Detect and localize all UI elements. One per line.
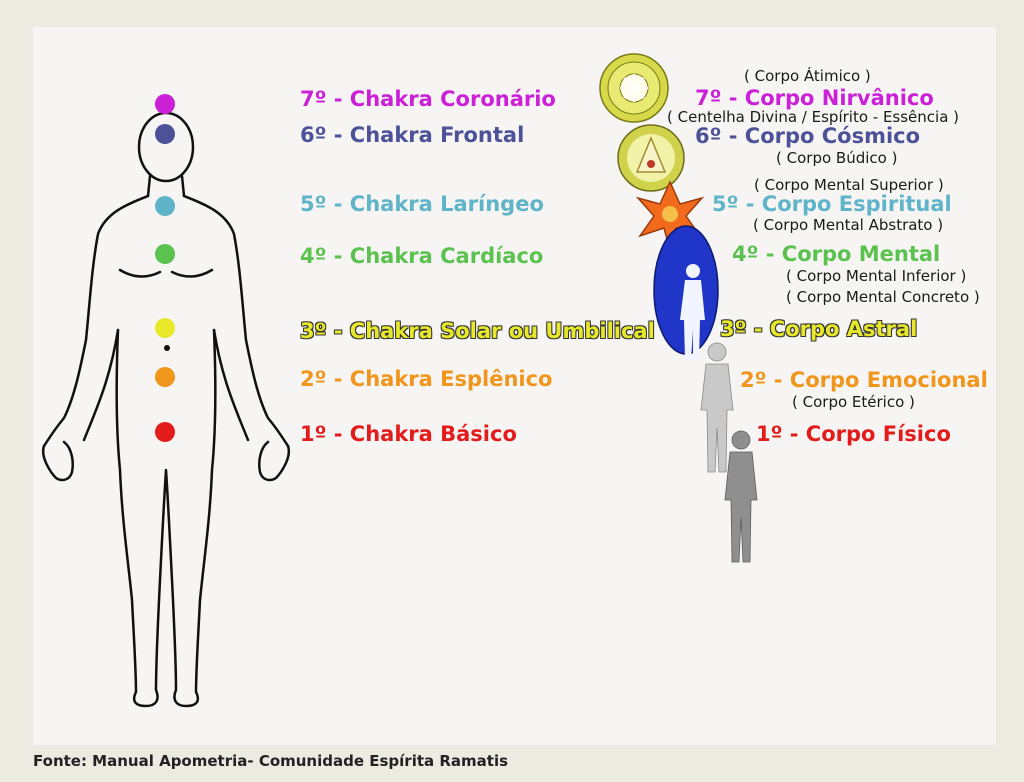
subtle-bodies-illustration <box>599 53 758 563</box>
source-caption: Fonte: Manual Apometria- Comunidade Espí… <box>33 752 509 770</box>
figure-chest-lines <box>118 268 214 278</box>
chakra-label-1: 1º - Chakra Básico <box>300 422 517 446</box>
emotional-figure-icon <box>700 342 734 473</box>
note-mental-abstrato: ( Corpo Mental Abstrato ) <box>753 216 944 234</box>
chakra-dot-3 <box>155 318 175 338</box>
body-label-3: 3º - Corpo Astral <box>720 317 918 341</box>
body-label-7: 7º - Corpo Nirvânico <box>695 86 934 110</box>
nirvanic-flower-icon <box>599 53 669 123</box>
chakra-dots <box>155 94 175 442</box>
note-mental-inferior: ( Corpo Mental Inferior ) <box>786 267 967 285</box>
body-label-2: 2º - Corpo Emocional <box>740 368 988 392</box>
note-mental-superior: ( Corpo Mental Superior ) <box>754 176 944 194</box>
chakra-dot-7 <box>155 94 175 114</box>
chakra-label-3: 3º - Chakra Solar ou Umbilical <box>300 319 655 343</box>
physical-figure-icon <box>724 430 758 563</box>
figure-legs <box>115 328 217 708</box>
figure-head <box>137 111 195 183</box>
chakra-dot-5 <box>155 196 175 216</box>
chakra-dot-4 <box>155 244 175 264</box>
chakra-dot-1 <box>155 422 175 442</box>
chakra-label-6: 6º - Chakra Frontal <box>300 123 525 147</box>
body-label-1: 1º - Corpo Físico <box>756 422 951 446</box>
chakra-dot-navel <box>164 345 170 351</box>
figure-left-hand <box>41 440 74 482</box>
figure-inner-arms <box>82 328 250 442</box>
chakra-label-2: 2º - Chakra Esplênico <box>300 367 553 391</box>
note-budico: ( Corpo Búdico ) <box>776 149 898 167</box>
chakra-dot-6 <box>155 124 175 144</box>
figure-right-hand <box>258 440 291 482</box>
chakra-label-4: 4º - Chakra Cardíaco <box>300 244 544 268</box>
body-label-6: 6º - Corpo Cósmico <box>695 124 921 148</box>
figure-torso <box>42 194 290 448</box>
body-label-4: 4º - Corpo Mental <box>732 242 941 266</box>
note-mental-concreto: ( Corpo Mental Concreto ) <box>786 288 980 306</box>
note-atomico: ( Corpo Átimico ) <box>744 67 871 85</box>
note-eterico: ( Corpo Etérico ) <box>792 393 915 411</box>
chakra-label-5: 5º - Chakra Laríngeo <box>300 192 544 216</box>
chakra-dot-2 <box>155 367 175 387</box>
chakra-label-7: 7º - Chakra Coronário <box>300 87 556 111</box>
body-label-5: 5º - Corpo Espiritual <box>712 192 952 216</box>
figure-neck <box>146 174 186 198</box>
note-centelha: ( Centelha Divina / Espírito - Essência … <box>667 108 960 126</box>
human-figure <box>41 111 291 708</box>
cosmic-lotus-icon <box>617 124 685 192</box>
astral-figure-icon <box>680 264 705 360</box>
